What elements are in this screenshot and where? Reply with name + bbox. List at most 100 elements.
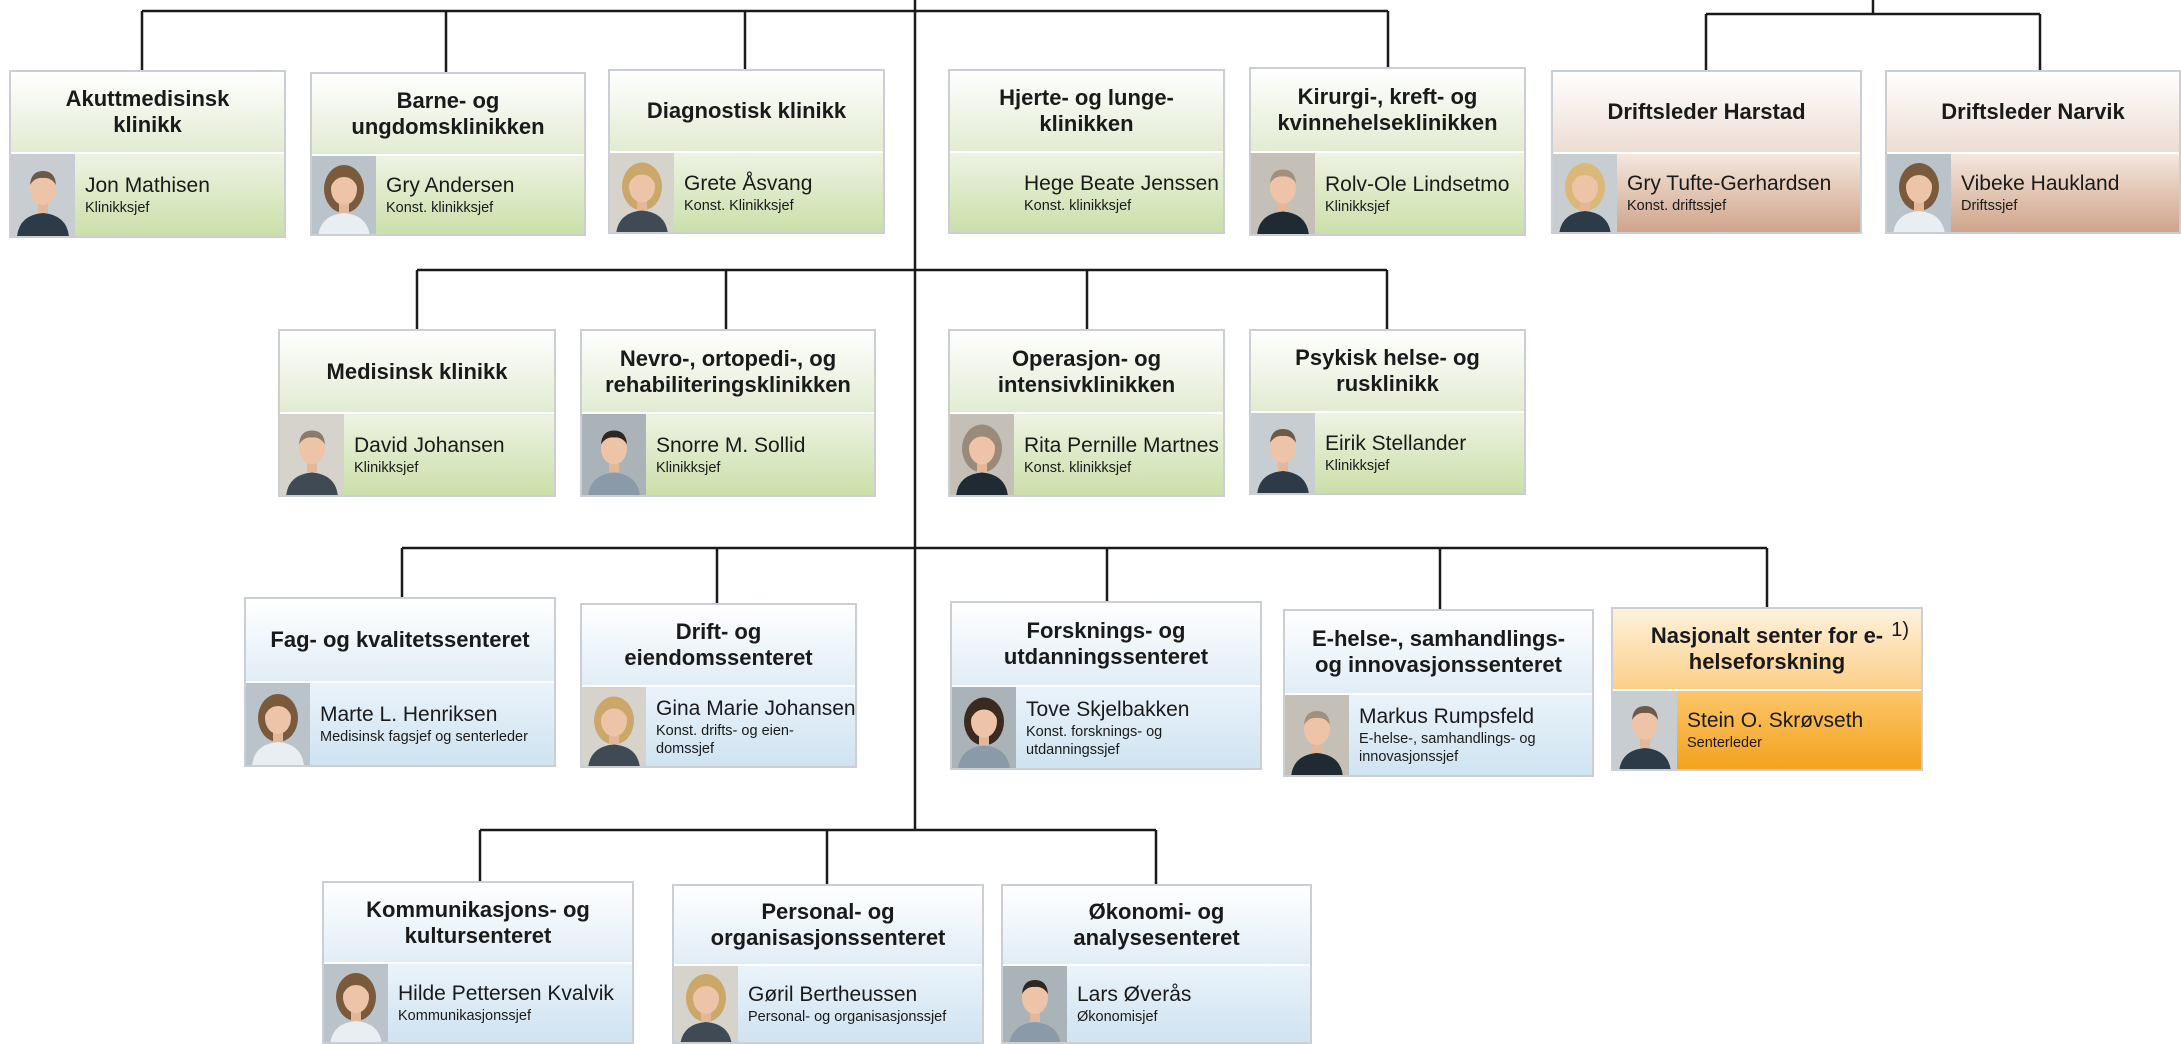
unit-title-text: Drift- og eiendomssenteret	[624, 619, 813, 670]
unit-title-text: Nasjonalt senter for e-helseforskning	[1650, 623, 1884, 674]
unit-title: Driftsleder Narvik	[1887, 72, 2179, 154]
leader-name: Gina Marie Johansen	[656, 696, 856, 720]
leader-name: Hilde Pettersen Kvalvik	[398, 982, 614, 1005]
unit-title: Psykisk helse- og rusklinikk	[1251, 331, 1524, 413]
unit-title-text: E-helse-, samhandlings- og innovasjonsse…	[1311, 626, 1566, 677]
leader-role: E-helse-, samhandlings- og innovasjonssj…	[1359, 731, 1536, 765]
leader-photo	[610, 153, 674, 232]
unit-title: Akuttmedisinsk klinikk	[11, 72, 284, 154]
leader-photo	[1251, 153, 1315, 234]
leader-role: Klinikksjef	[85, 200, 150, 216]
leader-name: David Johansen	[354, 433, 505, 457]
leader-role: Senterleder	[1687, 735, 1762, 751]
unit-title: Operasjon- og intensivklinikken	[950, 331, 1223, 414]
leader-photo	[1251, 413, 1315, 493]
leader-name: Rolv-Ole Lindsetmo	[1325, 172, 1510, 196]
unit-title: Fag- og kvalitetssenteret	[246, 599, 554, 683]
leader-role: Klinikksjef	[354, 459, 419, 476]
unit-title: Drift- og eiendomssenteret	[582, 605, 855, 687]
leader-role: Konst. Klinikksjef	[684, 197, 794, 214]
leader-role: Konst. forsknings- og utdanningssjef	[1026, 723, 1163, 758]
leader-name: Gry Andersen	[386, 174, 515, 197]
leader-role: Konst. klinikksjef	[1024, 459, 1132, 476]
unit-title: Nasjonalt senter for e-helseforskning 1)	[1613, 609, 1921, 691]
leader-role: Konst. drifts- og eien-domssjef	[656, 722, 794, 757]
leader-name: Marte L. Henriksen	[320, 703, 498, 726]
unit-title: Forsknings- og utdanningssenteret	[952, 603, 1260, 687]
leader-name: Gry Tufte-Gerhardsen	[1627, 172, 1832, 195]
leader-name: Gøril Bertheussen	[748, 983, 918, 1006]
unit-title: Diagnostisk klinikk	[610, 71, 883, 153]
leader-name: Tove Skjelbakken	[1026, 697, 1190, 721]
leader-role: Konst. klinikksjef	[1024, 197, 1132, 214]
leader-name: Markus Rumpsfeld	[1359, 705, 1535, 728]
unit-title: Økonomi- og analysesenteret	[1003, 886, 1310, 966]
unit-title-text: Medisinsk klinikk	[326, 358, 508, 384]
unit-title-text: Økonomi- og analysesenteret	[1073, 899, 1240, 950]
leader-name: Vibeke Haukland	[1961, 172, 2120, 195]
unit-title: Hjerte- og lunge-klinikken	[950, 71, 1223, 153]
unit-title: Nevro-, ortopedi-, og rehabiliteringskli…	[582, 331, 874, 414]
leader-role: Driftssjef	[1961, 198, 2018, 214]
unit-title: Kommunikasjons- og kultursenteret	[324, 883, 632, 964]
leader-role: Konst. klinikksjef	[386, 200, 494, 216]
unit-title-text: Operasjon- og intensivklinikken	[997, 345, 1176, 397]
unit-title-text: Akuttmedisinsk klinikk	[65, 86, 230, 137]
unit-card-kirurgi: Kirurgi-, kreft- og kvinnehelseklinikken…	[1249, 67, 1526, 236]
leader-name: Hege Beate Jenssen	[1024, 171, 1219, 195]
leader-name: Snorre M. Sollid	[656, 433, 806, 457]
leader-role: Personal- og organisasjonssjef	[748, 1009, 947, 1025]
unit-title: Kirurgi-, kreft- og kvinnehelseklinikken	[1251, 69, 1524, 153]
unit-title: Driftsleder Harstad	[1553, 72, 1860, 154]
unit-title-text: Kirurgi-, kreft- og kvinnehelseklinikken	[1277, 84, 1498, 135]
leader-photo	[950, 414, 1014, 495]
leader-photo	[246, 683, 310, 765]
unit-title: E-helse-, samhandlings- og innovasjonsse…	[1285, 611, 1592, 695]
leader-photo	[1003, 966, 1067, 1042]
leader-role: Konst. driftssjef	[1627, 198, 1727, 214]
footnote-marker: 1)	[1891, 619, 1909, 641]
unit-title-text: Personal- og organisasjonssenteret	[710, 899, 946, 950]
leader-photo	[952, 687, 1016, 768]
unit-title-text: Nevro-, ortopedi-, og rehabiliteringskli…	[605, 345, 851, 397]
leader-photo	[1285, 695, 1349, 775]
unit-card-ehelse: E-helse-, samhandlings- og innovasjonsse…	[1283, 609, 1594, 777]
leader-name: Jon Mathisen	[85, 174, 210, 197]
leader-photo	[582, 414, 646, 495]
leader-name: Lars Øverås	[1077, 983, 1192, 1006]
unit-title: Medisinsk klinikk	[280, 331, 554, 414]
leader-photo	[11, 154, 75, 236]
leader-photo	[280, 414, 344, 495]
leader-photo	[582, 687, 646, 766]
unit-card-nevro: Nevro-, ortopedi-, og rehabiliteringskli…	[580, 329, 876, 497]
leader-name: Rita Pernille Martnes	[1024, 433, 1219, 457]
